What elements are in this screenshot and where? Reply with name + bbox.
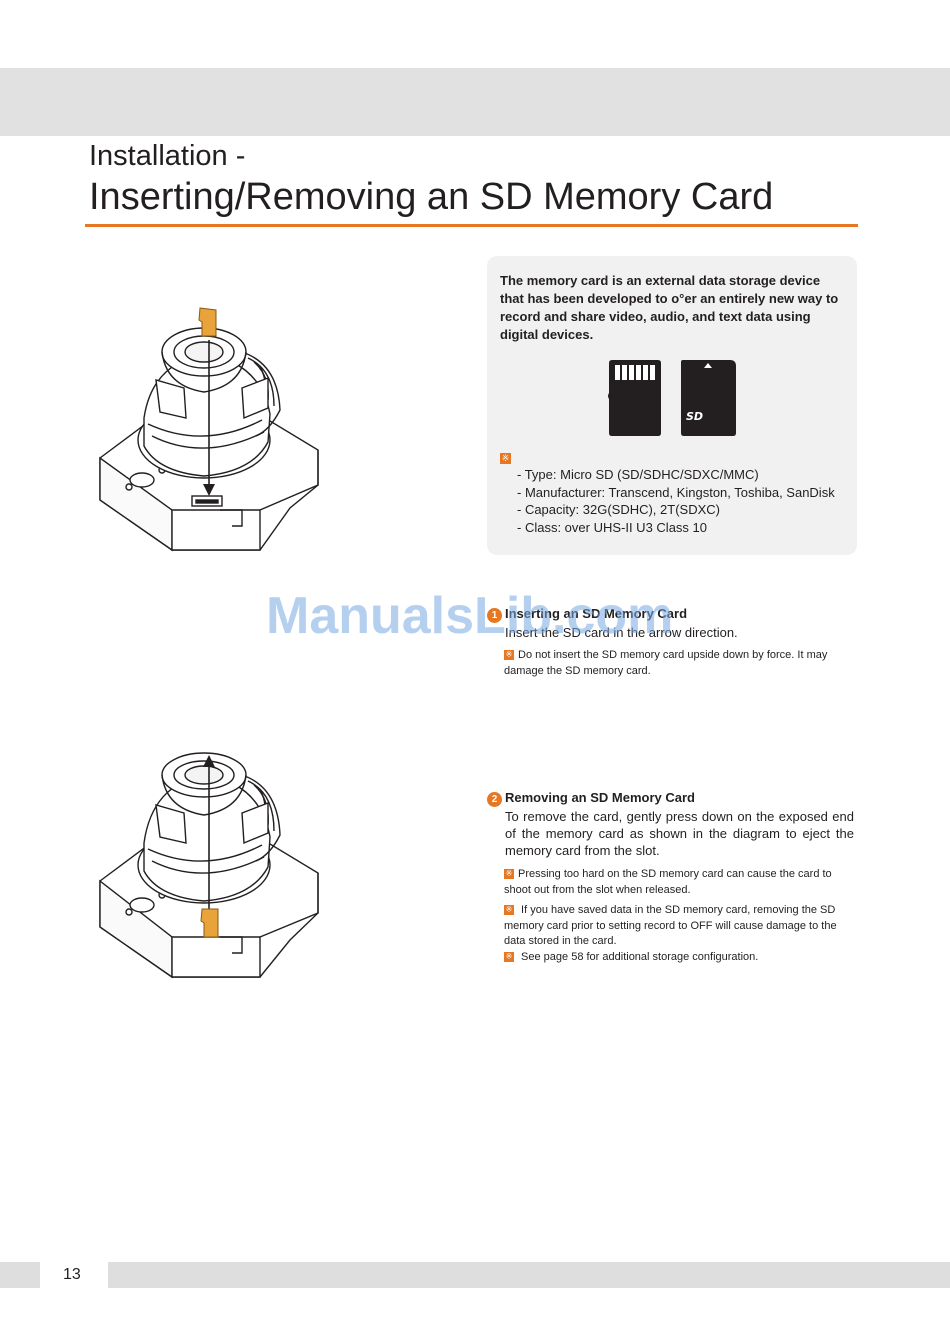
note-text: Do not insert the SD memory card upside …	[504, 649, 828, 677]
info-box: The memory card is an external data stor…	[487, 256, 857, 555]
page-title: Inserting/Removing an SD Memory Card	[89, 176, 774, 218]
footer-band-left	[0, 1262, 40, 1288]
step-description: Insert the SD card in the arrow directio…	[505, 625, 738, 640]
footer-band-right	[108, 1262, 950, 1288]
spec-class: - Class: over UHS-II U3 Class 10	[517, 519, 707, 535]
step-note: ※ If you have saved data in the SD memor…	[504, 903, 856, 950]
note-text: See page 58 for additional storage confi…	[518, 951, 759, 963]
note-mark-icon: ※	[504, 650, 514, 660]
step-note: ※ See page 58 for additional storage con…	[504, 950, 856, 966]
step-number-icon: 1	[487, 608, 502, 623]
step-description: To remove the card, gently press down on…	[505, 809, 854, 858]
spec-list: - Type: Micro SD (SD/SDHC/SDXC/MMC) - Ma…	[517, 466, 835, 536]
note-mark-icon: ※	[504, 905, 514, 915]
step-title: Inserting an SD Memory Card	[505, 606, 688, 621]
title-underline	[85, 224, 858, 227]
note-mark-icon: ※	[504, 869, 514, 879]
micro-sd-card-icon	[608, 360, 661, 436]
step-note: ※Pressing too hard on the SD memory card…	[504, 867, 856, 898]
spec-type: - Type: Micro SD (SD/SDHC/SDXC/MMC)	[517, 467, 759, 482]
camera-remove-illustration	[99, 752, 319, 979]
header-band	[0, 68, 950, 136]
watermark: ManualsLib.com	[266, 587, 674, 645]
page-number: 13	[63, 1266, 81, 1283]
note-mark-icon: ※	[504, 952, 514, 962]
spec-manufacturer: - Manufacturer: Transcend, Kingston, Tos…	[517, 484, 835, 500]
note-mark-icon: ※	[500, 453, 511, 464]
section-label: Installation -	[89, 140, 246, 172]
note-text: If you have saved data in the SD memory …	[504, 904, 837, 947]
sd-logo: SD	[686, 410, 703, 423]
note-text: Pressing too hard on the SD memory card …	[504, 868, 832, 896]
step-note: ※Do not insert the SD memory card upside…	[504, 648, 856, 679]
step-title: Removing an SD Memory Card	[505, 790, 695, 805]
step-number-icon: 2	[487, 792, 502, 807]
camera-insert-illustration	[99, 307, 319, 552]
sd-card-icon: SD	[681, 360, 736, 436]
spec-capacity: - Capacity: 32G(SDHC), 2T(SDXC)	[517, 502, 720, 517]
info-lead-text: The memory card is an external data stor…	[500, 273, 839, 342]
